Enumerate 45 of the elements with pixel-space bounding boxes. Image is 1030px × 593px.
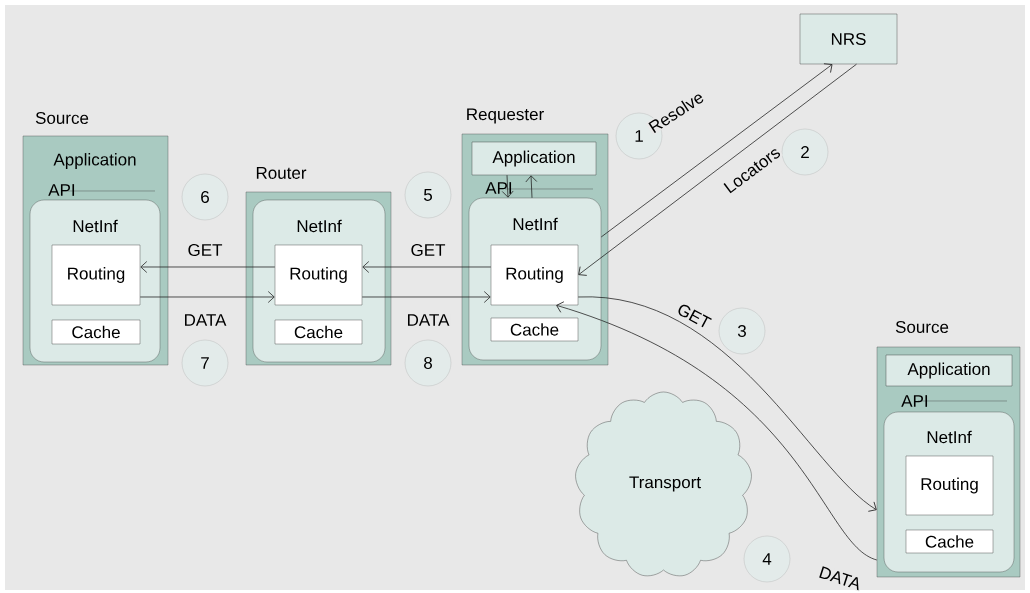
- step-number: 6: [181, 173, 229, 221]
- netinf-label: NetInf: [297, 219, 342, 233]
- api-label: API: [485, 182, 512, 194]
- nrs-box: NRS: [799, 13, 898, 65]
- component-box: Cache: [490, 317, 579, 342]
- arrow: [501, 174, 514, 198]
- arrow: [577, 296, 877, 512]
- device-label: Source: [895, 320, 949, 333]
- edge-label: GET: [674, 301, 714, 331]
- device-label: Source: [35, 111, 89, 124]
- netinf-label: NetInf: [927, 430, 972, 444]
- netinf-label: NetInf: [513, 217, 558, 231]
- step-number: 4: [743, 535, 791, 583]
- api-label: API: [48, 184, 75, 196]
- component-box: Routing: [51, 244, 141, 306]
- arrow: [600, 63, 833, 238]
- step-number: 8: [404, 339, 452, 387]
- component-box: Routing: [905, 455, 994, 516]
- transport-cloud: Transport: [575, 391, 752, 577]
- component-box: Cache: [905, 529, 994, 554]
- arrow: [361, 291, 491, 303]
- arrow: [362, 261, 492, 273]
- component-box: Routing: [490, 244, 579, 306]
- step-number: 5: [404, 171, 452, 219]
- arrow: [578, 63, 857, 276]
- step-number: 3: [718, 307, 766, 355]
- arrow: [140, 261, 276, 273]
- edge-label: DATA: [182, 313, 228, 327]
- application-label: Application: [53, 153, 136, 169]
- edge-label: DATA: [816, 564, 864, 592]
- arrow: [525, 175, 538, 199]
- component-box: Cache: [274, 319, 363, 345]
- arrow: [139, 291, 275, 303]
- step-number: 7: [181, 339, 229, 387]
- device-label: Requester: [467, 108, 544, 124]
- application-box: Application: [885, 354, 1013, 387]
- api-label: API: [901, 395, 928, 407]
- application-box: Application: [471, 141, 597, 176]
- netinf-label: NetInf: [73, 219, 118, 233]
- device-label: Router: [256, 167, 307, 179]
- edge-label: DATA: [405, 313, 451, 327]
- component-box: Cache: [51, 319, 141, 345]
- component-box: Routing: [274, 244, 363, 306]
- step-number: 2: [781, 128, 829, 176]
- arrow: [556, 301, 878, 561]
